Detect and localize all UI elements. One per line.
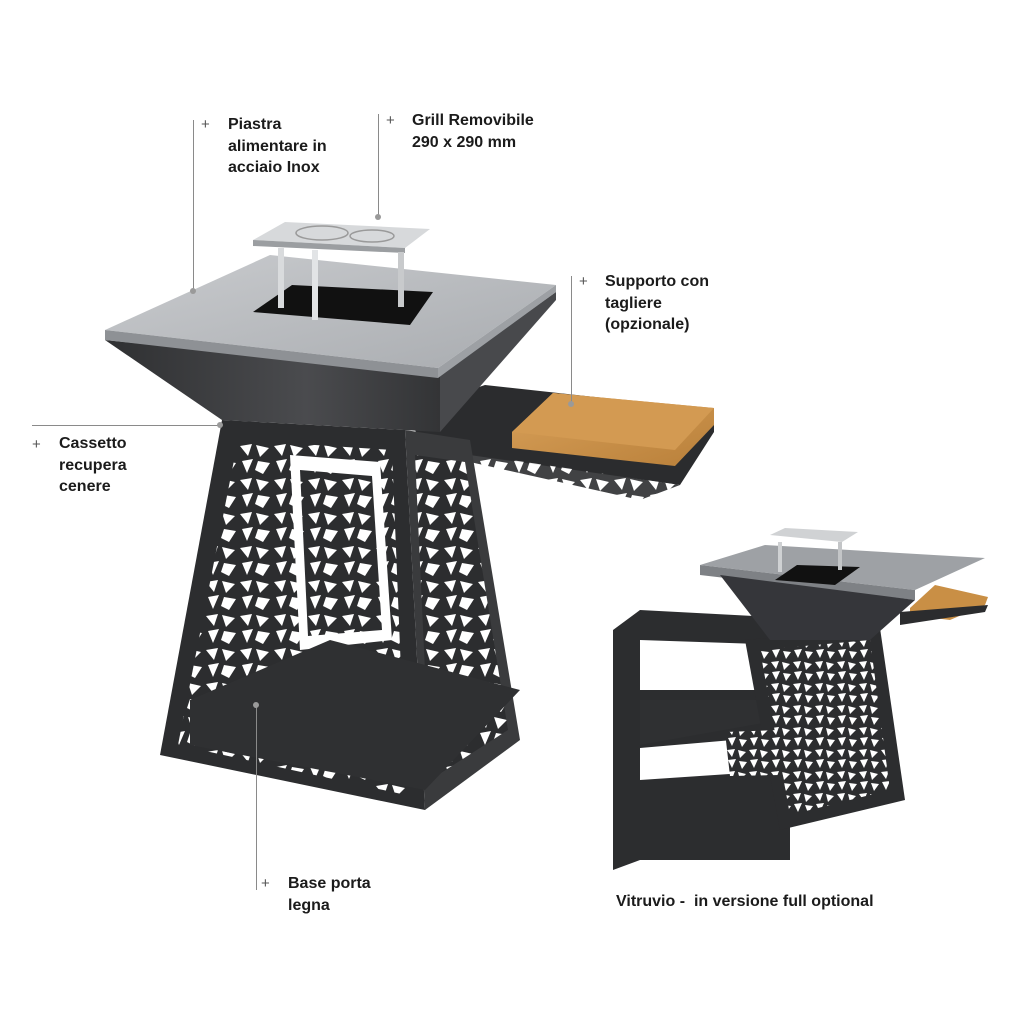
leader-cassetto xyxy=(32,425,222,426)
plus-icon: + xyxy=(261,875,270,892)
callout-grill: Grill Removibile 290 x 290 mm xyxy=(412,112,534,151)
wood-base xyxy=(190,640,520,790)
callout-supporto: Supporto con tagliere (opzionale) xyxy=(605,273,709,333)
leader-dot-cassetto xyxy=(217,422,223,428)
leader-dot-supporto xyxy=(568,401,574,407)
barbecue-grill-full-optional-image xyxy=(613,528,988,870)
leader-base xyxy=(256,705,257,890)
plus-icon: + xyxy=(579,273,588,290)
bowl xyxy=(105,340,440,432)
callout-cassetto: Cassetto recupera cenere xyxy=(59,435,127,495)
plus-icon: + xyxy=(386,112,395,129)
leader-supporto xyxy=(571,276,572,404)
leader-dot-piastra xyxy=(190,288,196,294)
leader-piastra xyxy=(193,120,194,292)
leader-dot-base xyxy=(253,702,259,708)
grill-grate xyxy=(253,222,430,248)
product-caption: Vitruvio - in versione full optional xyxy=(616,893,874,910)
plus-icon: + xyxy=(32,436,41,453)
callout-base: Base porta legna xyxy=(288,875,371,914)
plus-icon: + xyxy=(201,116,210,133)
leader-dot-grill xyxy=(375,214,381,220)
leader-grill xyxy=(378,114,379,218)
callout-piastra: Piastra alimentare in acciaio Inox xyxy=(228,116,327,176)
